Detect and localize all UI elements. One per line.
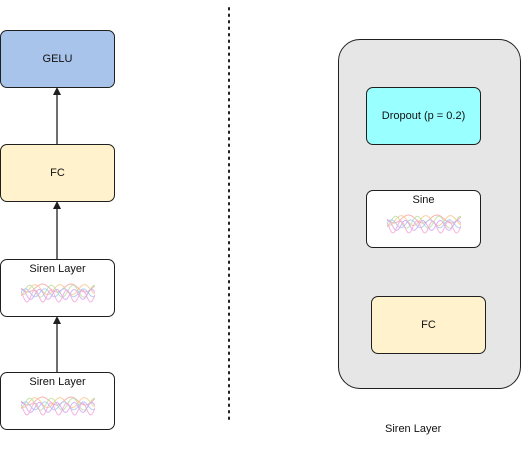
sine-wave-curve	[20, 283, 95, 293]
sine-wave-curve	[20, 284, 95, 296]
sine-wave-curve	[20, 288, 95, 300]
fc-block: FC	[371, 296, 486, 354]
sine-wave-curve	[386, 215, 461, 227]
siren-layer-block-bottom: Siren Layer	[0, 372, 115, 430]
siren-layer-label: Siren Layer	[29, 376, 86, 388]
siren-layer-block-top: Siren Layer	[0, 259, 115, 317]
dropout-label: Dropout (p = 0.2)	[381, 110, 466, 122]
sine-wave-thumbnail	[20, 283, 95, 303]
siren-layer-caption: Siren Layer	[385, 423, 442, 435]
sine-wave-curve	[386, 219, 461, 229]
sine-label: Sine	[412, 194, 435, 206]
gelu-block: GELU	[0, 30, 115, 88]
sine-wave-curve	[386, 219, 461, 231]
fc-label: FC	[421, 319, 436, 331]
sine-block: Sine	[366, 190, 481, 248]
dropout-block: Dropout (p = 0.2)	[366, 87, 481, 145]
sine-wave-curve	[386, 214, 461, 224]
fc-label: FC	[50, 167, 65, 179]
sine-wave-curve	[20, 289, 95, 303]
sine-wave-curve	[20, 396, 95, 406]
sine-wave-thumbnail	[20, 396, 95, 416]
sine-wave-curve	[20, 401, 95, 411]
sine-wave-curve	[20, 397, 95, 411]
sine-wave-curve	[20, 402, 95, 416]
sine-wave-curve	[20, 284, 95, 298]
sine-wave-thumbnail	[386, 214, 461, 234]
sine-wave-curve	[386, 220, 461, 234]
sine-wave-curve	[20, 288, 95, 298]
sine-wave-curve	[386, 215, 461, 229]
sine-wave-curve	[20, 397, 95, 409]
gelu-label: GELU	[42, 53, 73, 65]
siren-layer-label: Siren Layer	[29, 263, 86, 275]
fc-block: FC	[0, 144, 115, 202]
sine-wave-curve	[20, 401, 95, 413]
